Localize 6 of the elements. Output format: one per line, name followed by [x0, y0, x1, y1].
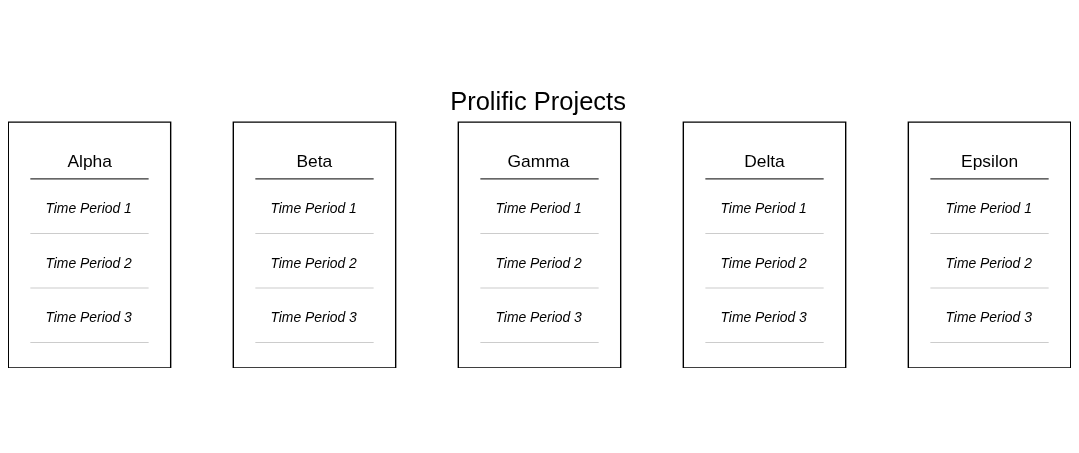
diagram-title: Prolific Projects [450, 87, 626, 116]
node-box: Beta Time Period 1 Time Period 2 Time Period 3 [232, 121, 397, 368]
node-box: Epsilon Time Period 1 Time Period 2 Time Period 3 [907, 121, 1071, 368]
node-box: Delta Time Period 1 Time Period 2 Time Period 3 [682, 121, 847, 368]
node-box: Gamma Time Period 1 Time Period 2 Time Period 3 [457, 121, 622, 368]
node-box: Alpha Time Period 1 Time Period 2 Time Period 3 [8, 121, 172, 368]
